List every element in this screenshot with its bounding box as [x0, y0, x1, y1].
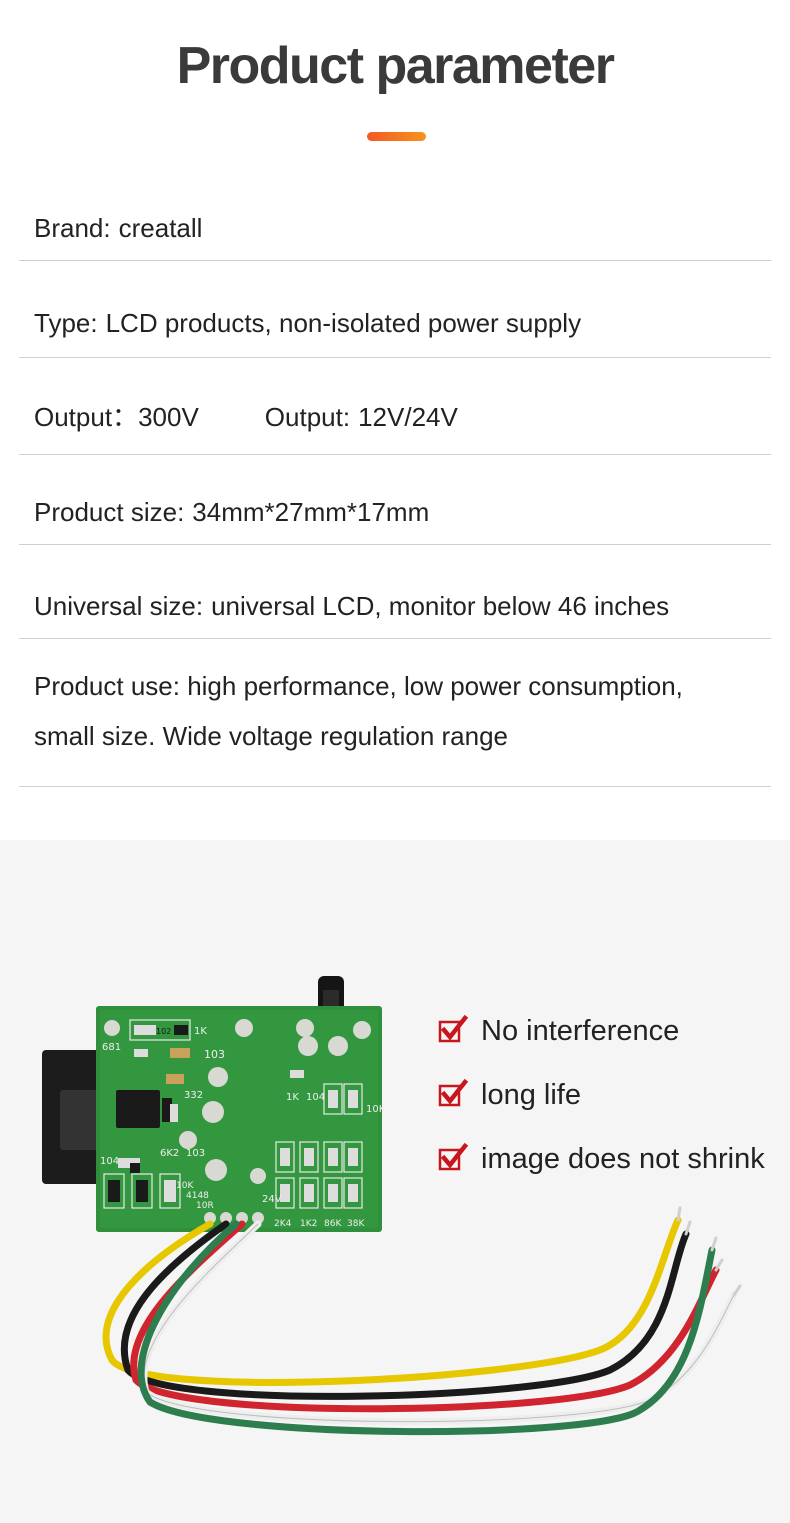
feature-label: No interference — [481, 1015, 680, 1047]
check-icon — [438, 1078, 469, 1107]
param-row-type: Type:LCD products, non-isolated power su… — [19, 261, 771, 358]
param-label: Product size: — [34, 497, 185, 527]
board-label-1k-mid: 1K — [286, 1092, 299, 1103]
param-value: universal LCD, monitor below 46 inches — [211, 591, 670, 621]
title-accent-bar — [367, 132, 426, 141]
board-label-103-top: 103 — [204, 1048, 225, 1061]
param-row-product-use: Product use: high performance, low power… — [19, 639, 771, 787]
board-label-10k-right: 10K — [366, 1104, 386, 1115]
param-row-brand: Brand:creatall — [19, 198, 771, 261]
param-use-line1: Product use: high performance, low power… — [34, 671, 683, 701]
board-label-10k-left: 10K — [176, 1181, 194, 1191]
param-label-output: Output: — [264, 402, 351, 432]
board-label-103-mid: 103 — [186, 1148, 205, 1159]
board-label-86k: 86K — [324, 1219, 342, 1229]
board-label-1k2: 1K2 — [300, 1219, 317, 1229]
page-title: Product parameter — [176, 37, 615, 95]
feature-label: long life — [481, 1079, 581, 1111]
board-label-104-left: 104 — [100, 1156, 119, 1167]
param-label: Type: — [34, 308, 98, 338]
board-label-38k: 38K — [347, 1219, 365, 1229]
param-row-output: Output：300V Output:12V/24V — [19, 358, 771, 455]
param-value: creatall — [118, 213, 203, 243]
board-label-24v: 24V — [262, 1194, 282, 1205]
board-label-104-mid: 104 — [306, 1092, 325, 1103]
board-label-681: 681 — [102, 1042, 121, 1053]
param-value: LCD products, non-isolated power supply — [105, 308, 582, 338]
board-label-102: 102 — [156, 1027, 171, 1036]
board-label-4148: 4148 — [186, 1191, 209, 1201]
feature-label: image does not shrink — [481, 1143, 765, 1175]
param-use-line2: small size. Wide voltage regulation rang… — [34, 721, 509, 751]
param-value-output-input: 300V — [138, 402, 199, 432]
board-label-1k-top: 1K — [194, 1026, 207, 1037]
board-label-10r: 10R — [196, 1201, 214, 1211]
param-label-output-input: Output： — [34, 402, 139, 432]
param-label: Brand: — [34, 213, 111, 243]
param-value: 34mm*27mm*17mm — [192, 497, 430, 527]
check-icon — [438, 1142, 469, 1171]
board-label-332: 332 — [184, 1090, 203, 1101]
board-label-6k2: 6K2 — [160, 1148, 179, 1159]
product-showcase: 102 1K 681 103 332 104 6K2 103 10K 4148 … — [0, 840, 790, 1523]
param-value-output: 12V/24V — [358, 402, 458, 432]
board-label-2k4: 2K4 — [274, 1219, 292, 1229]
param-label: Universal size: — [34, 591, 204, 621]
check-icon — [438, 1014, 469, 1043]
param-row-universal-size: Universal size:universal LCD, monitor be… — [19, 545, 771, 639]
param-row-product-size: Product size:34mm*27mm*17mm — [19, 455, 771, 545]
power-board-image: 102 1K 681 103 332 104 6K2 103 10K 4148 … — [42, 976, 742, 1436]
